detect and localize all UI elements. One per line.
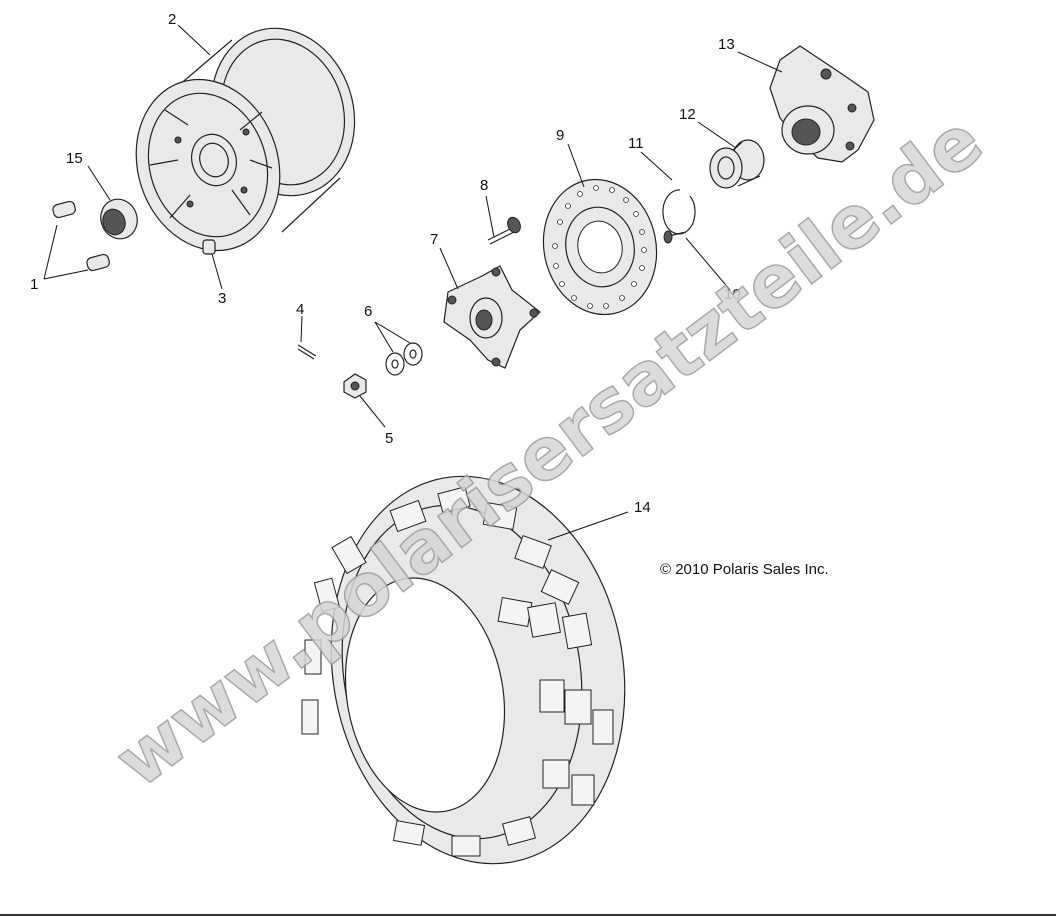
leader-lines <box>43 24 783 541</box>
brake-disc <box>542 178 658 316</box>
callout-3: 3 <box>218 290 226 307</box>
callout-11: 11 <box>628 135 644 152</box>
callout-5: 5 <box>385 430 393 447</box>
callout-13: 13 <box>718 36 735 53</box>
callouts: 1 2 3 4 5 6 7 8 9 10 11 12 13 14 15 <box>30 11 741 516</box>
center-cap <box>100 198 138 240</box>
tire <box>301 475 626 865</box>
callout-14: 14 <box>634 499 651 516</box>
cotter-pin <box>297 344 317 360</box>
callout-2: 2 <box>168 11 176 28</box>
lug-nut-lower <box>86 253 110 272</box>
bottom-border <box>0 914 1056 916</box>
callout-8: 8 <box>480 177 488 194</box>
callout-7: 7 <box>430 231 438 248</box>
callout-12: 12 <box>679 106 696 123</box>
wheel-rim <box>135 27 356 252</box>
washers <box>385 342 423 376</box>
callout-9: 9 <box>556 127 564 144</box>
valve-stem <box>202 239 216 255</box>
callout-6: 6 <box>364 303 372 320</box>
callout-10: 10 <box>724 286 741 303</box>
callout-15: 15 <box>66 150 83 167</box>
wheel-hub <box>443 265 541 369</box>
hub-bolt <box>487 216 521 245</box>
bearing <box>709 139 765 189</box>
castle-nut <box>343 373 367 399</box>
callout-4: 4 <box>296 301 304 318</box>
copyright-notice: © 2010 Polaris Sales Inc. <box>660 561 829 578</box>
callout-1: 1 <box>30 276 38 293</box>
lug-nut-upper <box>52 200 76 219</box>
snap-ring <box>662 189 696 235</box>
bearing-carrier <box>769 45 875 163</box>
